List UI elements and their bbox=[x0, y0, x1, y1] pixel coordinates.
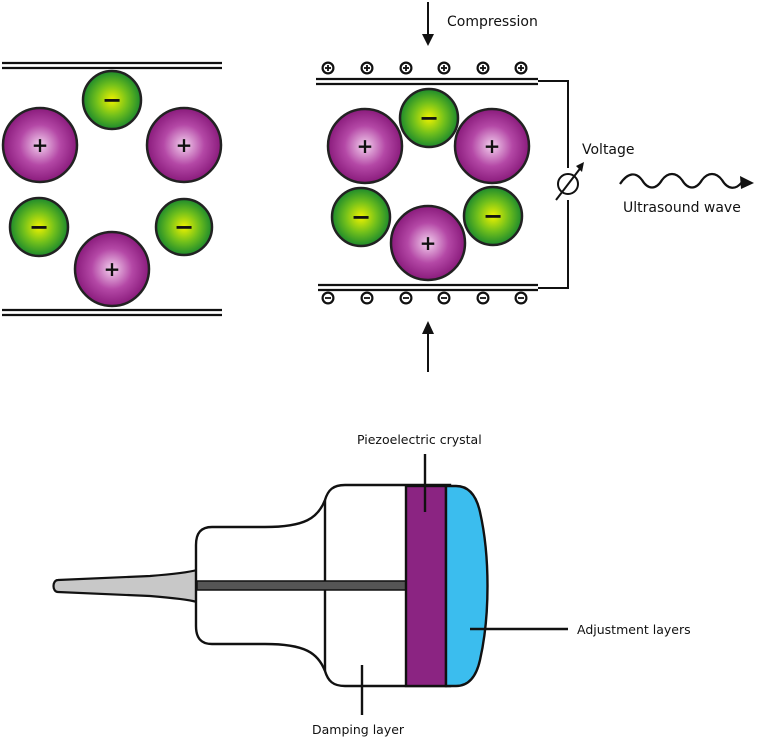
positive-ion: + bbox=[1, 106, 79, 184]
adjustment-layers-label: Adjustment layers bbox=[577, 622, 691, 637]
plus-sign: + bbox=[420, 231, 437, 255]
compressed-crystal: Compression − + + − − + Voltage bbox=[316, 2, 754, 372]
minus-sign: − bbox=[29, 213, 49, 241]
minus-charge-icon bbox=[321, 291, 335, 305]
positive-ion: + bbox=[73, 230, 151, 308]
positive-ion: + bbox=[389, 204, 467, 282]
plus-sign: + bbox=[176, 133, 193, 157]
piezoelectric-crystal bbox=[404, 484, 448, 688]
minus-sign: − bbox=[102, 86, 122, 114]
ultrasound-transducer: Piezoelectric crystal Adjustment layers … bbox=[52, 432, 691, 737]
ultrasound-wave-label: Ultrasound wave bbox=[623, 200, 741, 216]
plus-charge-icon bbox=[360, 61, 374, 75]
piezoelectric-crystal-label: Piezoelectric crystal bbox=[357, 432, 482, 447]
negative-ion: − bbox=[8, 196, 70, 258]
adjustment-layer bbox=[444, 484, 489, 688]
plus-sign: + bbox=[357, 134, 374, 158]
negative-ion: − bbox=[398, 87, 460, 149]
signal-rod bbox=[196, 580, 408, 591]
minus-sign: − bbox=[351, 203, 371, 231]
positive-ion: + bbox=[145, 106, 223, 184]
voltmeter-icon bbox=[555, 162, 584, 201]
positive-ion: + bbox=[326, 107, 404, 185]
minus-sign: − bbox=[174, 213, 194, 241]
bottom-electrode-plate bbox=[2, 308, 222, 317]
circuit-wire bbox=[538, 80, 569, 289]
ultrasound-wave-icon bbox=[619, 172, 754, 189]
plus-charge-icon bbox=[321, 61, 335, 75]
negative-ion: − bbox=[462, 185, 524, 247]
minus-charge-icon bbox=[437, 291, 451, 305]
minus-charge-icon bbox=[360, 291, 374, 305]
plus-sign: + bbox=[484, 134, 501, 158]
plus-charge-icon bbox=[476, 61, 490, 75]
minus-charge-icon bbox=[399, 291, 413, 305]
minus-charge-icon bbox=[514, 291, 528, 305]
plus-charge-icon bbox=[514, 61, 528, 75]
voltage-label: Voltage bbox=[582, 142, 635, 158]
positive-charge-row bbox=[321, 61, 528, 75]
compression-arrow-top bbox=[422, 2, 434, 46]
positive-ion: + bbox=[453, 107, 531, 185]
negative-charge-row bbox=[321, 291, 528, 305]
compression-label: Compression bbox=[447, 14, 538, 30]
cable bbox=[52, 568, 199, 604]
top-electrode-plate bbox=[2, 61, 222, 70]
damping-layer-label: Damping layer bbox=[312, 722, 405, 737]
minus-sign: − bbox=[419, 104, 439, 132]
compression-arrow-bottom bbox=[422, 321, 434, 372]
negative-ion: − bbox=[154, 197, 214, 257]
negative-ion: − bbox=[330, 186, 392, 248]
plus-sign: + bbox=[32, 133, 49, 157]
relaxed-crystal: − + + − − + bbox=[1, 61, 223, 317]
top-electrode-plate bbox=[316, 77, 538, 86]
minus-sign: − bbox=[483, 202, 503, 230]
minus-charge-icon bbox=[476, 291, 490, 305]
plus-charge-icon bbox=[399, 61, 413, 75]
plus-charge-icon bbox=[437, 61, 451, 75]
bottom-electrode-plate bbox=[318, 283, 538, 292]
negative-ion: − bbox=[81, 69, 143, 131]
plus-sign: + bbox=[104, 257, 121, 281]
